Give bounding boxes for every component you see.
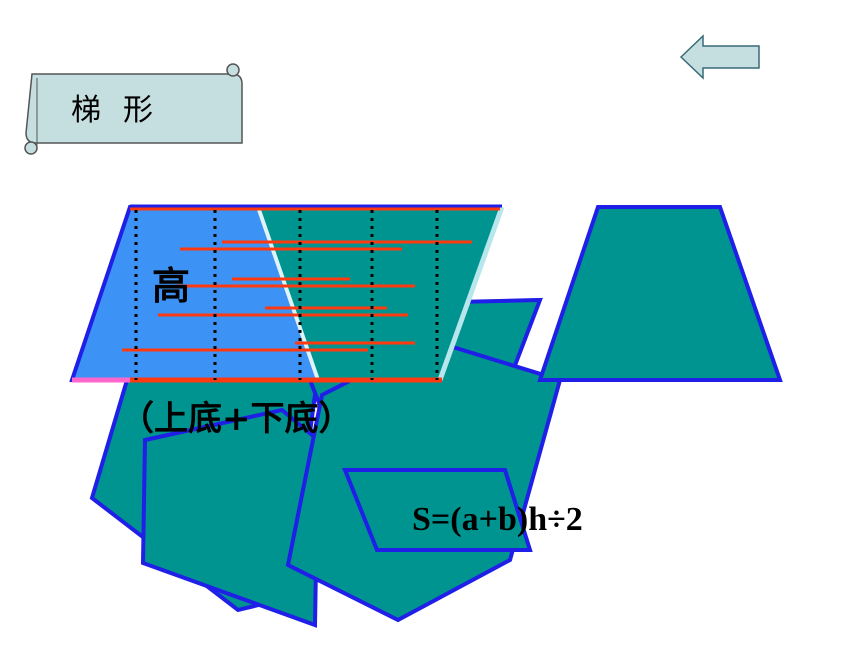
trapezoid-right [537,205,783,382]
piece-formula-box [342,468,533,552]
back-arrow-button[interactable] [679,34,760,80]
title-text: 梯形 [71,93,175,128]
scroll-curl-top [226,63,240,77]
area-formula: S=(a+b)h÷2 [412,501,583,538]
scroll-curl-bottom [24,141,38,155]
piece-front-left [140,407,321,628]
strip-lines [122,207,500,352]
back-arrow-icon [679,34,760,80]
title-scroll: 梯形 [24,63,243,155]
light-right-edge [437,206,505,381]
bases-sum-label: （上底+下底） [120,399,353,439]
height-label: 高 [152,264,190,308]
